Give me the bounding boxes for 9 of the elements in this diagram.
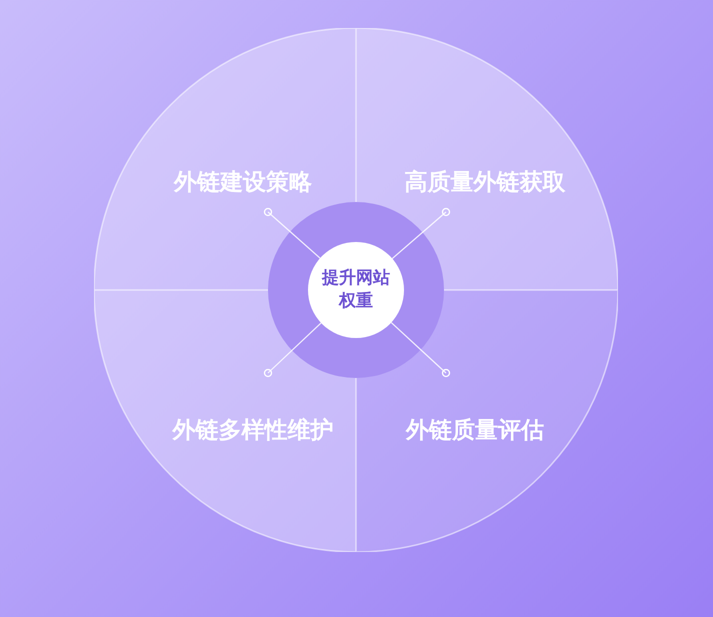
connector-line bbox=[390, 322, 450, 378]
quadrant-label: 外链建设策略 bbox=[174, 168, 312, 198]
connector-line bbox=[264, 322, 322, 378]
quadrant-label: 高质量外链获取 bbox=[404, 168, 566, 198]
connector-line bbox=[264, 208, 320, 259]
center-label: 提升网站权重 bbox=[320, 267, 391, 313]
quadrant-label: 外链质量评估 bbox=[406, 416, 544, 446]
connector-line bbox=[392, 208, 450, 260]
quadrant-label: 外链多样性维护 bbox=[172, 416, 334, 446]
